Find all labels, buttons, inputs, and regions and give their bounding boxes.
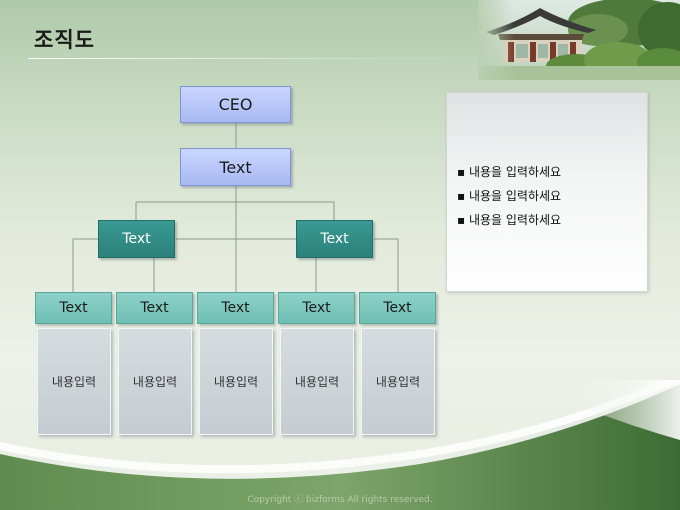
content-box-5: 내용입력 <box>361 328 435 435</box>
content-text: 내용입력 <box>375 375 421 389</box>
content-text: 내용입력 <box>294 375 340 389</box>
panel-bullet-3: ▪ 내용을 입력하세요 <box>457 213 562 227</box>
panel-bullet-2: ▪ 내용을 입력하세요 <box>457 189 562 203</box>
copyright-text: Copyright ⓒ bizforms All rights reserved… <box>247 495 433 505</box>
leaf-box-1: Text <box>35 292 112 324</box>
mid-right-label: Text <box>320 231 349 247</box>
bottom-wave <box>0 380 680 510</box>
leaf-label: Text <box>383 300 412 316</box>
content-box-1: 내용입력 <box>37 328 111 435</box>
leaf-label: Text <box>140 300 169 316</box>
page-title: 조직도 <box>34 28 95 52</box>
leaf-label: Text <box>221 300 250 316</box>
leaf-label: Text <box>302 300 331 316</box>
mid-right-box: Text <box>296 220 373 258</box>
content-text: 내용입력 <box>213 375 259 389</box>
ceo-label: CEO <box>218 95 253 114</box>
leaf-box-4: Text <box>278 292 355 324</box>
mid-left-label: Text <box>122 231 151 247</box>
title-divider <box>28 58 468 59</box>
leaf-box-5: Text <box>359 292 436 324</box>
panel-bullet-1: ▪ 내용을 입력하세요 <box>457 165 562 179</box>
content-box-2: 내용입력 <box>118 328 192 435</box>
leaf-box-2: Text <box>116 292 193 324</box>
content-box-4: 내용입력 <box>280 328 354 435</box>
content-box-3: 내용입력 <box>199 328 273 435</box>
leaf-box-3: Text <box>197 292 274 324</box>
content-text: 내용입력 <box>132 375 178 389</box>
mid-left-box: Text <box>98 220 175 258</box>
level2-label: Text <box>219 157 252 177</box>
ceo-box: CEO <box>180 86 291 123</box>
content-text: 내용입력 <box>51 375 97 389</box>
leaf-label: Text <box>59 300 88 316</box>
header-photo <box>478 0 680 80</box>
level2-box: Text <box>180 148 291 186</box>
info-panel: ▪ 내용을 입력하세요 ▪ 내용을 입력하세요 ▪ 내용을 입력하세요 <box>446 92 648 292</box>
